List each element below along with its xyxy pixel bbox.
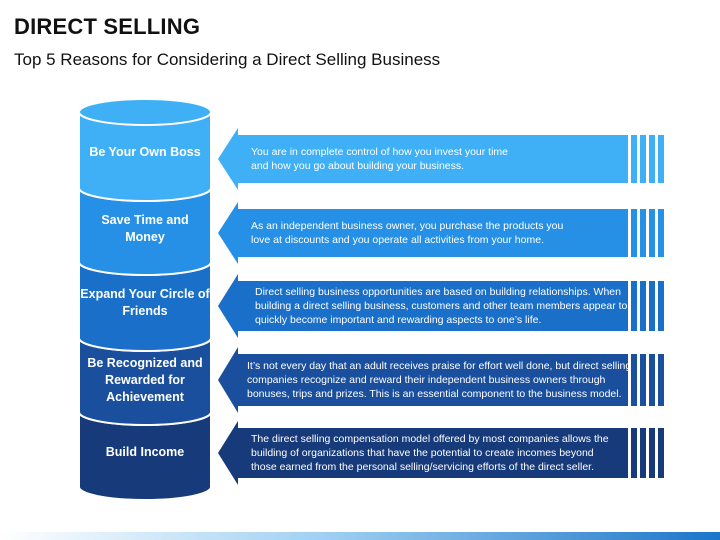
segment-description-5: The direct selling compensation model of…: [251, 432, 609, 474]
arrow-stripe: [649, 354, 655, 406]
arrow-callout-1: [218, 128, 664, 190]
cylinder-stack: [78, 98, 212, 501]
arrow-callout-5: [218, 421, 664, 485]
arrow-stripe: [640, 354, 646, 406]
description-line: those earned from the personal selling/s…: [251, 461, 594, 473]
arrow-stripe: [640, 281, 646, 331]
arrow-stripe: [631, 135, 637, 183]
page-subtitle: Top 5 Reasons for Considering a Direct S…: [14, 50, 441, 69]
description-line: You are in complete control of how you i…: [251, 146, 508, 158]
description-line: As an independent business owner, you pu…: [251, 220, 564, 232]
segment-description-1: You are in complete control of how you i…: [251, 145, 508, 173]
description-line: building of organizations that have the …: [251, 447, 594, 459]
arrow-stripe: [631, 209, 637, 257]
segment-description-3: Direct selling business opportunities ar…: [255, 285, 627, 327]
arrow-stripe: [631, 281, 637, 331]
description-line: The direct selling compensation model of…: [251, 433, 609, 445]
arrow-stripe: [631, 354, 637, 406]
arrow-stripe: [640, 209, 646, 257]
arrow-callout-4: [218, 347, 664, 413]
description-line: building a direct selling business, cust…: [255, 300, 628, 312]
arrow-stripe: [640, 428, 646, 478]
description-line: bonuses, trips and prizes. This is an es…: [247, 388, 622, 400]
arrow-callout-3: [218, 274, 664, 338]
arrow-stripe: [658, 428, 664, 478]
segment-label-1: Be Your Own Boss: [89, 144, 201, 159]
bottom-gradient-bar: [0, 532, 720, 540]
cylinder-top-cap: [78, 98, 212, 126]
segment-description-4: It’s not every day that an adult receive…: [247, 359, 631, 401]
segment-label-5: Build Income: [105, 444, 185, 459]
arrow-stripe: [649, 209, 655, 257]
description-line: love at discounts and you operate all ac…: [251, 234, 544, 246]
arrow-stripe: [658, 135, 664, 183]
arrow-callouts: [218, 128, 664, 485]
arrow-stripe: [631, 428, 637, 478]
description-line: quickly become important and rewarding a…: [255, 314, 542, 326]
segment-label-2: Save Time and Money: [101, 213, 189, 244]
page-title: DIRECT SELLING: [14, 14, 201, 39]
arrow-stripe: [640, 135, 646, 183]
segment-label-4: Be Recognized and Rewarded for Achieveme…: [87, 355, 203, 404]
arrow-stripe: [658, 354, 664, 406]
description-line: and how you go about building your busin…: [251, 160, 465, 172]
description-line: It’s not every day that an adult receive…: [247, 360, 632, 372]
arrow-stripe: [649, 135, 655, 183]
arrow-stripe: [649, 281, 655, 331]
description-line: companies recognize and reward their ind…: [247, 374, 606, 386]
arrow-stripe: [649, 428, 655, 478]
description-line: Direct selling business opportunities ar…: [255, 286, 621, 298]
arrow-callout-2: [218, 202, 664, 264]
cylinder-segment-1: [78, 98, 212, 202]
segment-description-2: As an independent business owner, you pu…: [251, 219, 563, 247]
arrow-stripe: [658, 209, 664, 257]
segment-label-3: Expand Your Circle of Friends: [80, 287, 210, 318]
arrow-stripe: [658, 281, 664, 331]
